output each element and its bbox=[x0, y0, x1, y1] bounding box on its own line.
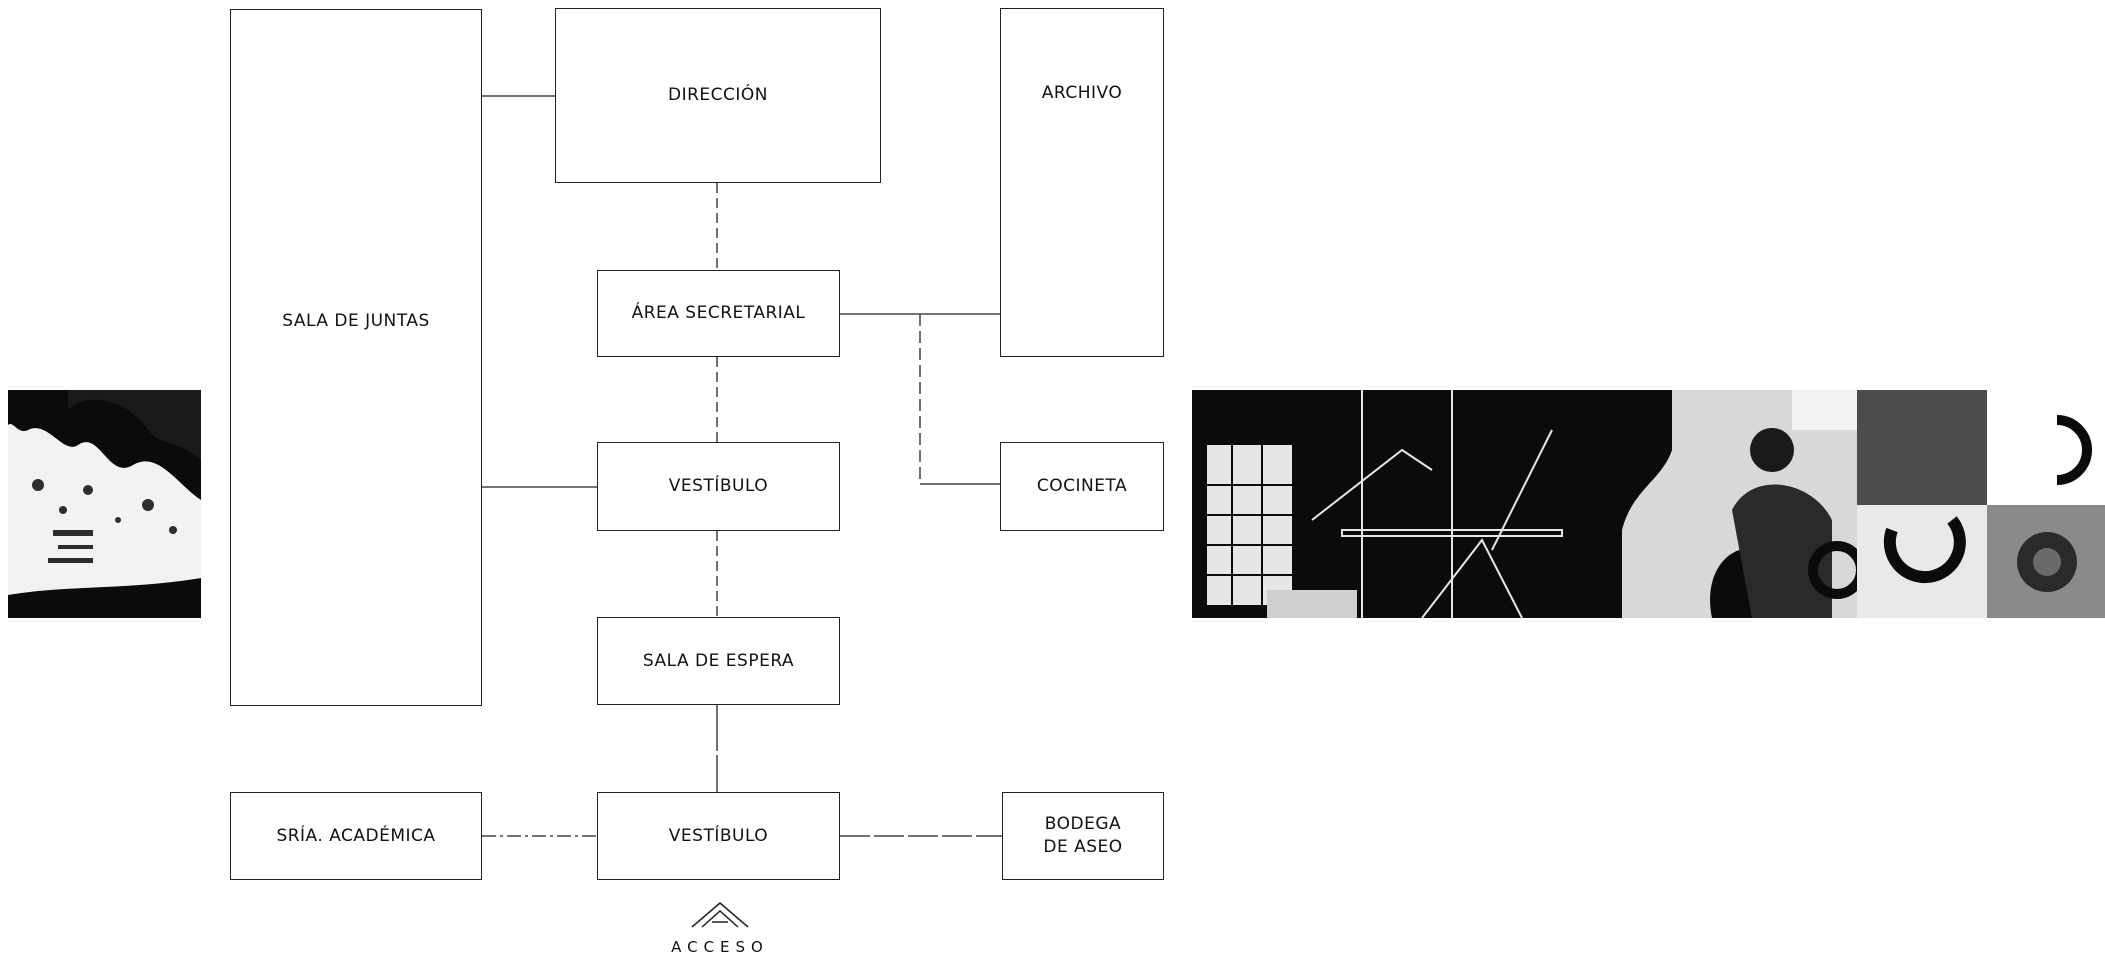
room-label: ARCHIVO bbox=[1041, 83, 1123, 104]
room-label: SALA DE ESPERA bbox=[642, 650, 795, 671]
room-label: BODEGA DE ASEO bbox=[1043, 814, 1123, 857]
room-area-secretarial: ÁREA SECRETARIAL bbox=[597, 270, 840, 357]
room-label: ÁREA SECRETARIAL bbox=[631, 303, 806, 324]
room-label: COCINETA bbox=[1036, 476, 1128, 497]
room-label: VESTÍBULO bbox=[668, 476, 769, 497]
room-vestibulo: VESTÍBULO bbox=[597, 442, 840, 531]
room-label: SALA DE JUNTAS bbox=[282, 311, 430, 332]
access-label: ACCESO bbox=[671, 938, 769, 956]
room-label: DIRECCIÓN bbox=[667, 85, 768, 106]
room-bodega-de-aseo: BODEGA DE ASEO bbox=[1002, 792, 1164, 880]
room-sala-de-juntas: SALA DE JUNTAS bbox=[230, 9, 482, 706]
room-cocineta: COCINETA bbox=[1000, 442, 1164, 531]
room-direccion: DIRECCIÓN bbox=[555, 8, 881, 183]
room-label: VESTÍBULO bbox=[668, 825, 769, 846]
decorative-photo-left bbox=[8, 390, 201, 618]
decorative-photo-strip bbox=[1192, 390, 2105, 618]
room-sria-academica: SRÍA. ACADÉMICA bbox=[230, 792, 482, 880]
access-arrow-icon bbox=[691, 902, 749, 928]
room-sala-de-espera: SALA DE ESPERA bbox=[597, 617, 840, 705]
room-vestibulo-acceso: VESTÍBULO bbox=[597, 792, 840, 880]
room-label: SRÍA. ACADÉMICA bbox=[276, 825, 436, 846]
room-archivo: ARCHIVO bbox=[1000, 8, 1164, 357]
